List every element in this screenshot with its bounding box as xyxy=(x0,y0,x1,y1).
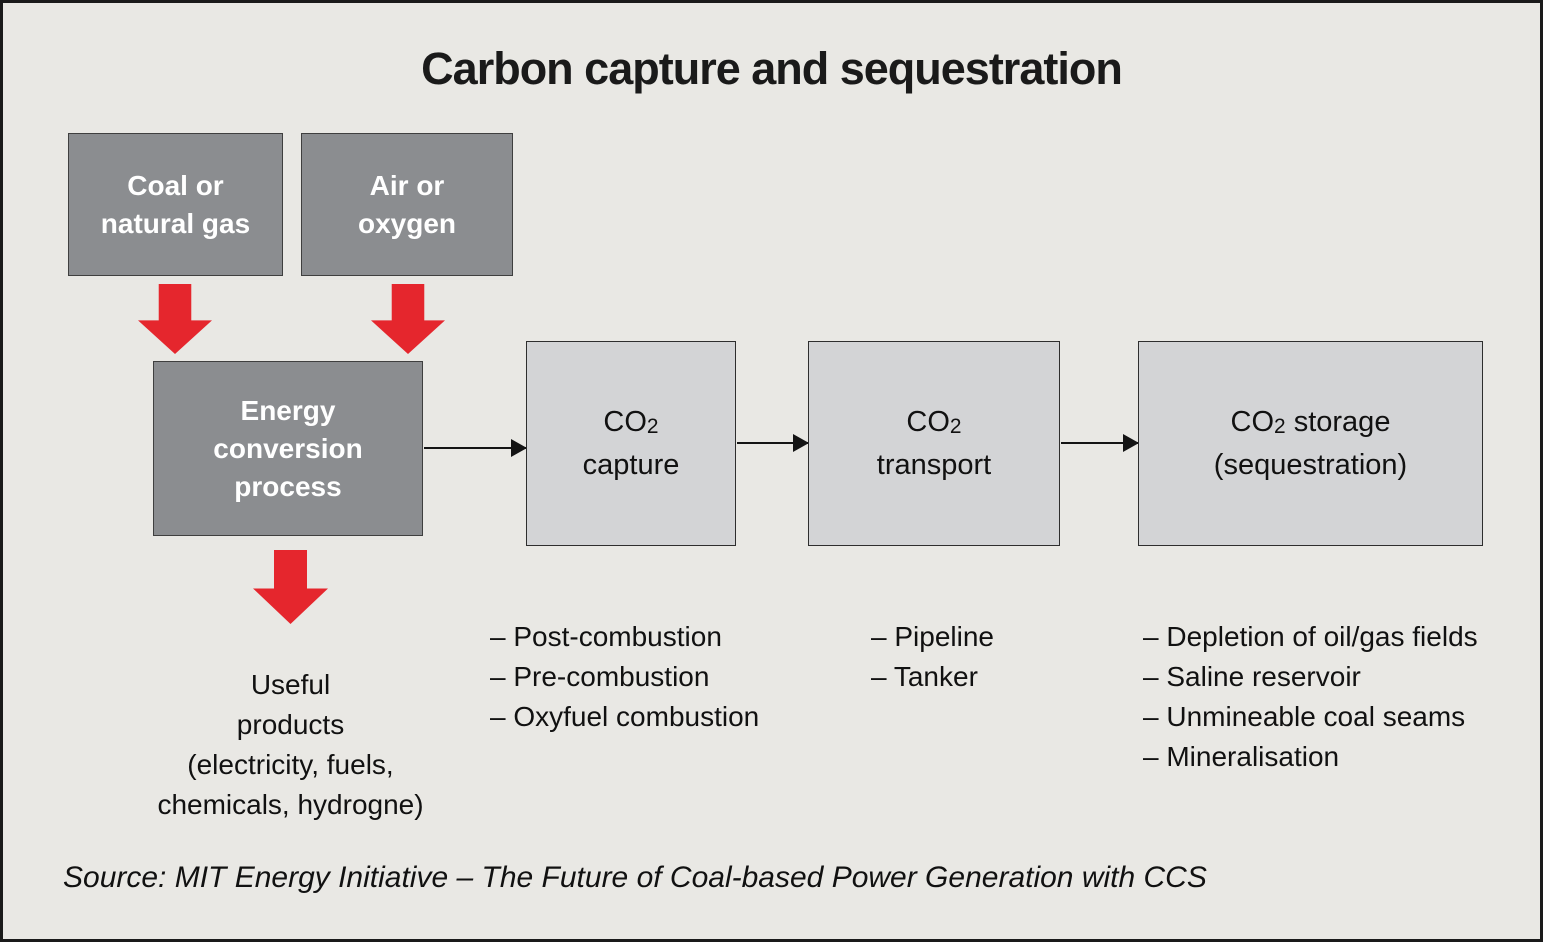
co2-transport-line1: CO2 xyxy=(877,402,991,445)
list-item: – Depletion of oil/gas fields xyxy=(1143,621,1478,652)
list-item: – Saline reservoir xyxy=(1143,661,1361,692)
co2-storage-label: CO2 storage (sequestration) xyxy=(1214,402,1407,485)
list-item: – Oxyfuel combustion xyxy=(490,701,760,732)
co2-storage-line1: CO2 storage xyxy=(1214,402,1407,445)
co2-capture-box: CO2 capture xyxy=(526,341,736,546)
list-item: – Unmineable coal seams xyxy=(1143,701,1466,732)
co2-capture-label: CO2 capture xyxy=(583,402,680,485)
source-caption: Source: MIT Energy Initiative – The Futu… xyxy=(63,861,1207,894)
diagram-title: Carbon capture and sequestration xyxy=(421,43,1123,94)
co2-subscript: 2 xyxy=(949,415,962,439)
energy-conversion-box: Energy conversion process xyxy=(153,361,423,536)
co2-capture-line1: CO2 xyxy=(583,402,680,445)
co2-transport-box: CO2 transport xyxy=(808,341,1060,546)
co2-text: CO xyxy=(603,406,647,438)
capture-methods-list: – Post-combustion – Pre-combustion – Oxy… xyxy=(490,617,759,737)
flow-arrow-icon-2 xyxy=(737,434,809,452)
list-item: – Mineralisation xyxy=(1143,741,1340,772)
co2-subscript: 2 xyxy=(1274,415,1286,439)
list-item: – Post-combustion xyxy=(490,621,722,652)
co2-storage-line2: (sequestration) xyxy=(1213,449,1408,481)
list-item: – Tanker xyxy=(871,661,978,692)
flow-arrow-icon-1 xyxy=(424,439,527,457)
co2-storage-box: CO2 storage (sequestration) xyxy=(1138,341,1483,546)
co2-transport-line2: transport xyxy=(876,449,992,481)
transport-methods-list: – Pipeline – Tanker xyxy=(871,617,994,697)
useful-products-label: Useful products (electricity, fuels, che… xyxy=(157,669,424,820)
co2-text: CO xyxy=(1230,406,1275,438)
down-arrow-icon-air xyxy=(371,284,445,354)
flow-arrow-icon-3 xyxy=(1061,434,1139,452)
list-item: – Pre-combustion xyxy=(490,661,710,692)
storage-methods-list: – Depletion of oil/gas fields – Saline r… xyxy=(1143,617,1478,777)
air-input-box: Air or oxygen xyxy=(301,133,513,276)
co2-transport-label: CO2 transport xyxy=(877,402,991,485)
down-arrow-icon-coal xyxy=(138,284,212,354)
list-item: – Pipeline xyxy=(871,621,994,652)
co2-capture-line2: capture xyxy=(582,449,680,481)
co2-text: CO xyxy=(906,406,950,438)
co2-line1-rest: storage xyxy=(1285,406,1391,438)
co2-subscript: 2 xyxy=(646,415,659,439)
down-arrow-icon-output xyxy=(253,550,328,624)
coal-input-box: Coal or natural gas xyxy=(68,133,283,276)
